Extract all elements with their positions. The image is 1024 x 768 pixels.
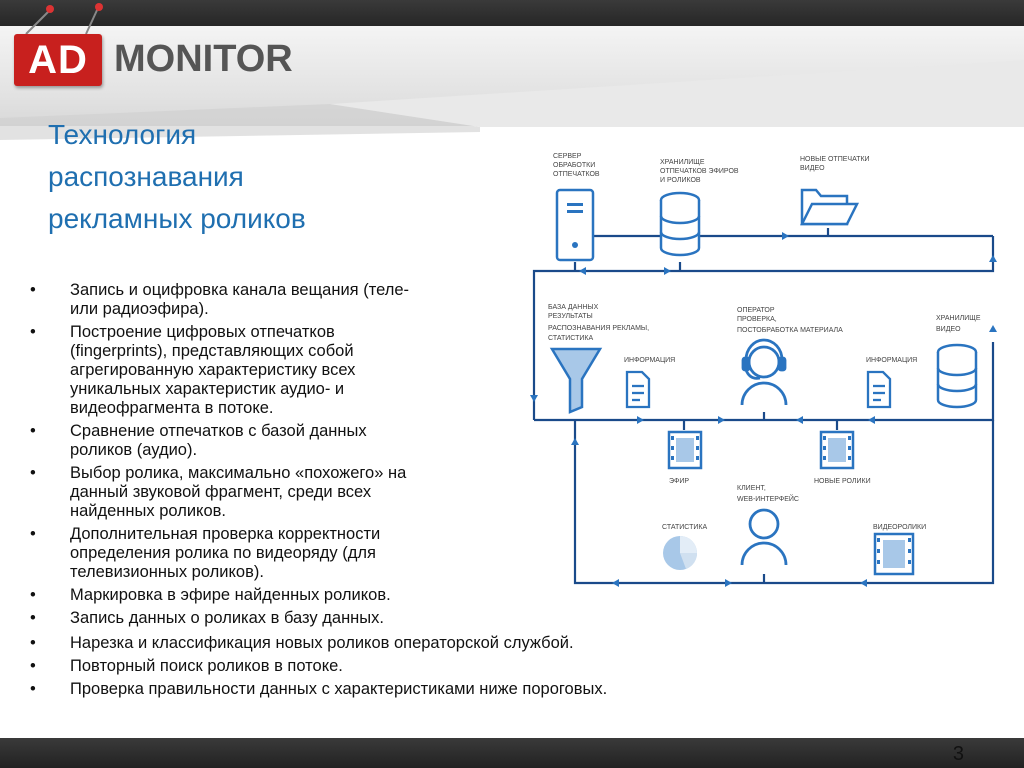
label-line: ОПЕРАТОР (737, 307, 775, 314)
label-info-left: ИНФОРМАЦИЯ (624, 357, 675, 364)
label-line: ХРАНИЛИЩЕ (660, 159, 705, 166)
logo-ad: AD (14, 34, 102, 86)
label-line: НОВЫЕ ОТПЕЧАТКИ (800, 156, 870, 163)
film-icon (667, 430, 703, 470)
bullet-list: Запись и оцифровка канала вещания (теле-… (30, 281, 1010, 703)
database-icon (659, 191, 701, 257)
document-icon (625, 370, 651, 409)
label-info-right: ИНФОРМАЦИЯ (866, 357, 917, 364)
title-line: Технология (48, 119, 197, 150)
bullet-item: Повторный поиск роликов в потоке. (30, 657, 1010, 676)
label-storage-prints: ХРАНИЛИЩЕ ОТПЕЧАТКОВ ЭФИРОВ И РОЛИКОВ (660, 159, 741, 184)
label-line: РЕЗУЛЬТАТЫ (548, 313, 593, 320)
title-line: рекламных роликов (48, 203, 306, 234)
label-line: WEB-ИНТЕРФЕЙС (737, 494, 799, 503)
filter-icon (549, 347, 603, 414)
client-user-icon (740, 508, 788, 566)
footer-bar (0, 738, 1024, 768)
label-line: ОБРАБОТКИ (553, 162, 595, 169)
label-new-clips: НОВЫЕ РОЛИКИ (814, 478, 871, 485)
pie-chart-icon (663, 536, 698, 570)
operator-headset-icon (740, 338, 788, 406)
top-bar (0, 0, 1024, 26)
label-database: БАЗА ДАННЫХ РЕЗУЛЬТАТЫ РАСПОЗНАВАНИЯ РЕК… (548, 304, 651, 342)
label-line: ОТПЕЧАТКОВ ЭФИРОВ (660, 168, 739, 175)
label-line: ХРАНИЛИЩЕ (936, 315, 981, 322)
label-storage-video: ХРАНИЛИЩЕ ВИДЕО (936, 315, 982, 333)
bullet-item: Выбор ролика, максимально «похожего» на … (30, 464, 1010, 521)
label-line: РАСПОЗНАВАНИЯ РЕКЛАМЫ, (548, 325, 649, 332)
label-operator: ОПЕРАТОР ПРОВЕРКА, ПОСТОБРАБОТКА МАТЕРИА… (737, 307, 843, 334)
bullet-item: Запись и оцифровка канала вещания (теле-… (30, 281, 1010, 319)
label-line: СЕРВЕР (553, 153, 582, 160)
bullet-item: Нарезка и классификация новых роликов оп… (30, 634, 1010, 653)
title-line: распознавания (48, 161, 244, 192)
arrow-heads (530, 232, 997, 587)
label-line: БАЗА ДАННЫХ (548, 304, 599, 311)
label-server: СЕРВЕР ОБРАБОТКИ ОТПЕЧАТКОВ (553, 153, 600, 178)
film-icon (819, 430, 855, 470)
bullet-item: Сравнение отпечатков с базой данных роли… (30, 422, 1010, 460)
label-new-prints: НОВЫЕ ОТПЕЧАТКИ ВИДЕО (800, 156, 872, 172)
page-title: Технология распознавания рекламных ролик… (48, 114, 468, 240)
logo-monitor: MONITOR (114, 38, 293, 80)
bullet-item: Запись данных о роликах в базу данных. (30, 609, 1010, 628)
label-statistics: СТАТИСТИКА (662, 524, 708, 531)
database-icon (936, 343, 978, 409)
label-client: КЛИЕНТ, WEB-ИНТЕРФЕЙС (737, 485, 799, 503)
label-line: ПОСТОБРАБОТКА МАТЕРИАЛА (737, 327, 843, 334)
label-line: СТАТИСТИКА (548, 335, 594, 342)
bullet-item: Проверка правильности данных с характери… (30, 680, 1010, 699)
folder-icon (799, 188, 860, 226)
server-icon (555, 188, 595, 262)
label-line: ВИДЕО (800, 165, 825, 172)
bullet-item: Маркировка в эфире найденных роликов. (30, 586, 1010, 605)
label-videoclips: ВИДЕОРОЛИКИ (873, 524, 926, 531)
label-line: КЛИЕНТ, (737, 485, 766, 492)
label-line: ВИДЕО (936, 326, 961, 333)
document-icon (866, 370, 892, 409)
bullet-item: Дополнительная проверка корректности опр… (30, 525, 1010, 582)
antenna-icon (25, 3, 103, 35)
label-line: ОТПЕЧАТКОВ (553, 171, 600, 178)
label-line: ПРОВЕРКА, (737, 316, 777, 323)
page-number: 3 (952, 743, 964, 765)
film-icon (873, 532, 915, 576)
label-air: ЭФИР (669, 478, 689, 485)
bullet-item: Построение цифровых отпечатков (fingerpr… (30, 323, 1010, 418)
label-line: И РОЛИКОВ (660, 177, 701, 184)
